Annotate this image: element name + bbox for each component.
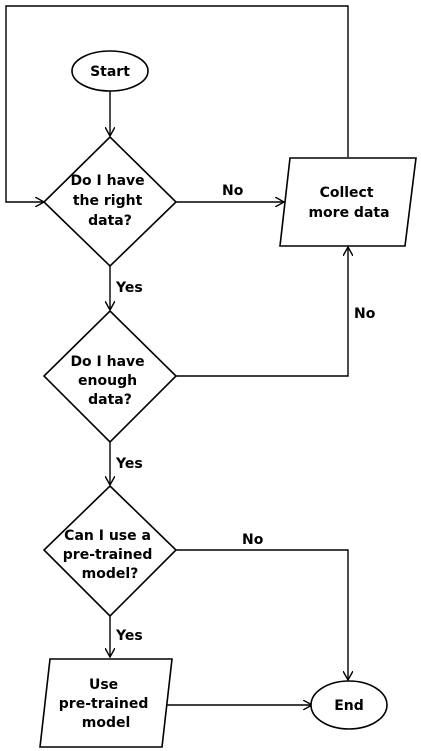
collect-label-line-2: more data <box>308 205 389 221</box>
enough-data-label: Do I have enough data? <box>70 354 149 408</box>
edge-label-right-to-collect: No <box>222 183 244 199</box>
nodes <box>39 50 417 748</box>
edge-label-enough-to-collect: No <box>354 306 376 322</box>
right-data-label-line-2: the right <box>73 193 143 209</box>
use-model-label-line-1: Use <box>89 677 118 693</box>
node-labels: Start Do I have the right data? Collect … <box>59 64 390 731</box>
enough-data-decision <box>42 309 178 444</box>
edge-label-pretrained-to-use: Yes <box>115 628 143 644</box>
use-model-label-line-3: model <box>82 715 131 731</box>
arrow-collect-loop-to-right-data <box>5 5 349 202</box>
arrow-enough-data-to-collect <box>176 247 348 377</box>
edge-labels: No Yes No Yes No Yes <box>115 183 376 644</box>
enough-data-label-line-3: data? <box>88 392 132 408</box>
end-label-line-1: End <box>334 698 364 714</box>
arrow-pretrained-to-end <box>176 549 348 680</box>
use-model-label-line-2: pre-trained <box>59 696 149 712</box>
edge-label-enough-to-pretrained: Yes <box>115 456 143 472</box>
collect-data-io <box>279 157 417 247</box>
pretrained-decision <box>42 484 178 618</box>
start-label: Start <box>90 64 130 80</box>
pretrained-label-line-2: pre-trained <box>63 547 153 563</box>
right-data-label: Do I have the right data? <box>70 173 149 229</box>
connectors <box>5 5 349 705</box>
end-terminator <box>310 680 388 730</box>
edge-label-right-to-enough: Yes <box>115 280 143 296</box>
edge-label-pretrained-to-end: No <box>242 532 264 548</box>
right-data-decision <box>42 135 178 268</box>
use-model-label: Use pre-trained model <box>59 677 153 731</box>
collect-label-line-1: Collect <box>320 185 374 201</box>
right-data-label-line-3: data? <box>88 213 132 229</box>
pretrained-label-line-1: Can I use a <box>64 528 151 544</box>
pretrained-label: Can I use a pre-trained model? <box>63 528 157 582</box>
use-model-io <box>39 658 173 748</box>
enough-data-label-line-1: Do I have <box>70 354 144 370</box>
start-terminator <box>71 50 149 92</box>
enough-data-label-line-2: enough <box>78 373 137 389</box>
start-label-line-1: Start <box>90 64 130 80</box>
pretrained-label-line-3: model? <box>82 566 139 582</box>
right-data-label-line-1: Do I have <box>70 173 144 189</box>
collect-label: Collect more data <box>308 185 389 221</box>
end-label: End <box>334 698 364 714</box>
